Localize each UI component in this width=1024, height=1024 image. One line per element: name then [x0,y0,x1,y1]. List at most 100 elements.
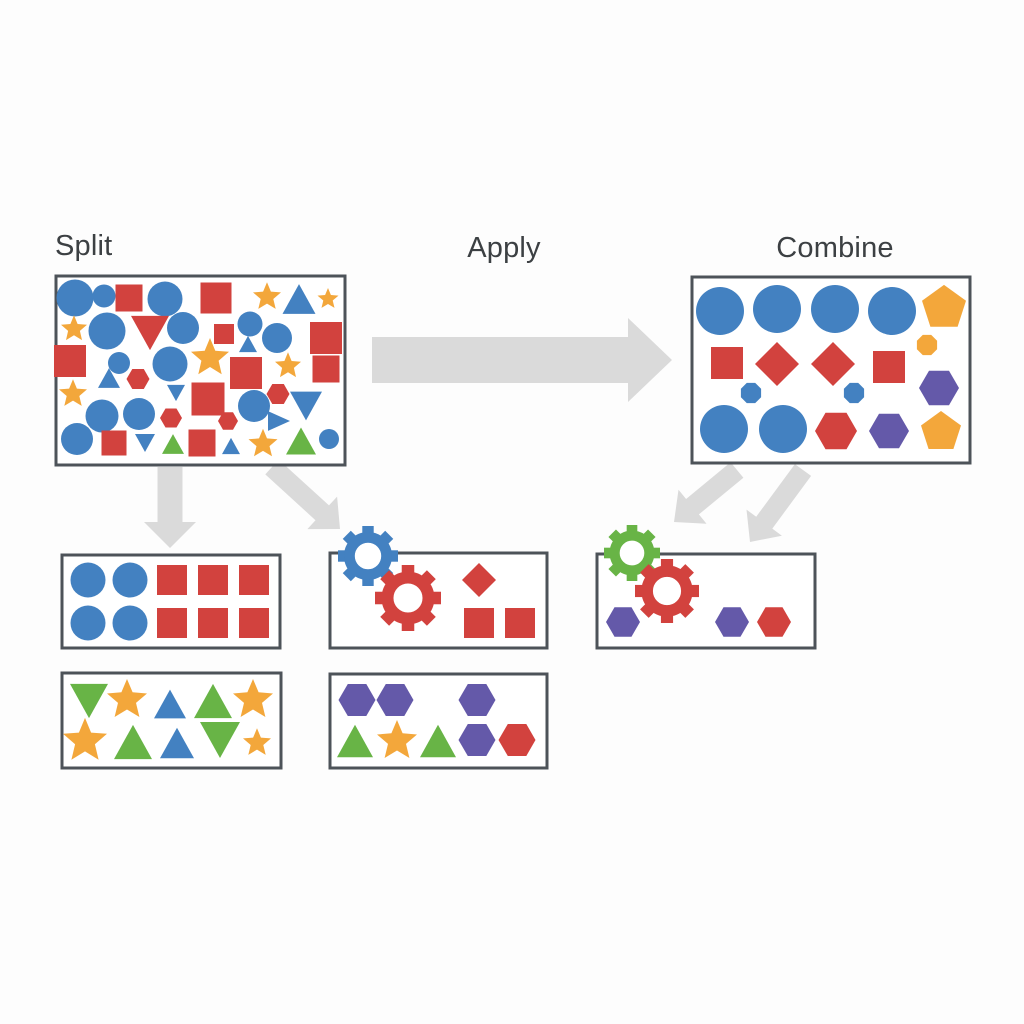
red-diamond [462,563,496,597]
orange-star [248,428,278,457]
purple-hex [458,684,496,716]
split-label: Split [55,230,113,262]
red-square [198,565,228,595]
blue-circle [700,405,748,453]
orange-star [253,282,281,309]
red-tri-down [131,315,169,351]
blue-circle [70,605,106,641]
blue-tri-up [239,335,257,353]
purple-hex [869,413,909,449]
blue-circle [112,605,148,641]
blue-circle [868,287,916,335]
blue-oct [740,382,762,404]
red-hex [757,607,791,637]
apply2-box-shapes [337,684,536,758]
red-square [157,608,187,638]
purple-hex [919,370,959,406]
blue-circle [262,323,292,353]
split-to-apply1-arrow [265,459,340,530]
green-tri-up [162,434,184,454]
red-square [200,282,232,314]
red-square [464,608,494,638]
green-tri-up [337,724,373,758]
orange-star [191,338,229,375]
orange-star [275,352,301,378]
red-hex [160,408,182,428]
red-square [198,608,228,638]
red-square [115,284,143,312]
blue-tri-right [268,411,290,431]
red-hex [266,384,290,404]
green-tri-up [114,724,152,760]
blue-tri-up [222,437,240,455]
blue-circle [92,284,116,308]
apply-label: Apply [467,232,541,264]
orange-pent [922,284,966,327]
red-square [188,429,216,457]
red-gear-icon [635,559,699,623]
split-to-group1-arrow [144,467,196,548]
red-square [214,324,234,344]
green-tri-up [420,724,456,758]
red-diamond [755,342,799,386]
blue-circle [167,312,199,344]
blue-circle [237,311,263,337]
blue-circle [811,285,859,333]
green-tri-up [194,683,232,719]
red-square [505,608,535,638]
orange-star [107,679,147,717]
green-tri-down [70,683,108,719]
combine-label: Combine [776,232,894,264]
blue-circle [70,562,106,598]
red-hex [218,412,238,430]
orange-star [377,720,417,758]
green-tri-up [286,427,316,455]
red-square [239,565,269,595]
orange-star [63,717,107,760]
red-square [191,382,225,416]
blue-tri-up [98,368,120,388]
orange-star [61,315,87,341]
blue-circle [123,398,155,430]
orange-star [243,728,271,755]
purple-hex [458,724,496,756]
red-square [312,355,340,383]
orange-pent [921,411,961,449]
blue-circle [56,279,94,317]
blue-circle [85,399,119,433]
apply1-box-shapes [338,526,535,638]
red-square [239,608,269,638]
purple-hex [606,607,640,637]
group1-box-shapes [70,562,269,641]
orange-star [317,288,339,308]
combine-arrow-2 [746,464,812,542]
split-box-shapes [54,279,342,457]
purple-hex [376,684,414,716]
orange-star [233,679,273,717]
red-hex [815,412,857,450]
blue-circle [88,312,126,350]
blue-circle [112,562,148,598]
result-box-shapes [604,525,791,637]
blue-tri-down [290,391,322,421]
orange-star [59,379,87,406]
blue-tri-down [135,434,155,452]
red-hex [126,369,150,389]
blue-circle [319,429,339,449]
purple-hex [715,607,749,637]
red-square [54,345,86,377]
blue-circle [238,390,270,422]
combine-box-shapes [696,284,966,453]
red-square [310,322,342,354]
red-square [873,351,905,383]
blue-circle [152,346,188,382]
split-to-combine-arrow [372,318,672,402]
blue-circle [147,281,183,317]
blue-circle [759,405,807,453]
blue-oct [843,382,865,404]
blue-tri-up [154,689,186,719]
orange-oct [916,334,938,356]
green-tri-down [200,722,240,758]
blue-circle [696,287,744,335]
